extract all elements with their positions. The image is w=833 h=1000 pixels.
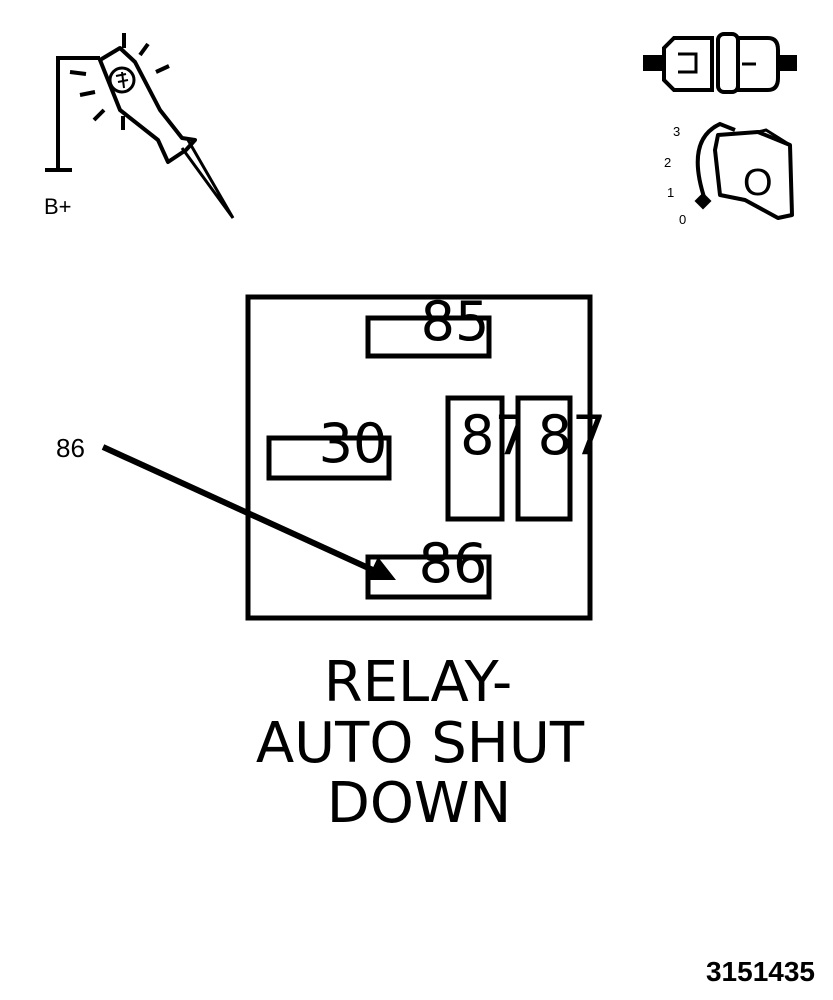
terminal-85-label: 85: [421, 290, 490, 353]
supply-label: B+: [44, 194, 72, 219]
ignition-key-letter: O: [743, 162, 773, 204]
title-line-1: RELAY-: [324, 650, 513, 715]
ignition-position-1: 1: [667, 185, 674, 200]
terminal-87a-pin: [445, 395, 505, 522]
ignition-position-2: 2: [664, 155, 671, 170]
terminal-85-pin: [365, 315, 492, 359]
figure-number: 3151435: [706, 956, 815, 987]
terminal-86-label: 86: [419, 532, 488, 595]
terminal-30-pin: [266, 435, 392, 481]
test-light-icon: [45, 33, 235, 219]
terminal-87-label: 87: [538, 404, 607, 467]
title-line-2: AUTO SHUT: [256, 711, 585, 776]
ignition-switch-icon: [694, 121, 794, 220]
ignition-position-0: 0: [679, 212, 686, 227]
callout-86-label: 86: [56, 433, 85, 463]
terminal-86-pin: [365, 554, 492, 600]
ignition-position-3: 3: [673, 124, 680, 139]
callout-arrow: [101, 444, 396, 580]
terminal-87-pin: [515, 395, 573, 522]
terminal-30-label: 30: [319, 412, 388, 475]
connector-icon: [643, 32, 797, 94]
title-line-3: DOWN: [327, 771, 511, 836]
